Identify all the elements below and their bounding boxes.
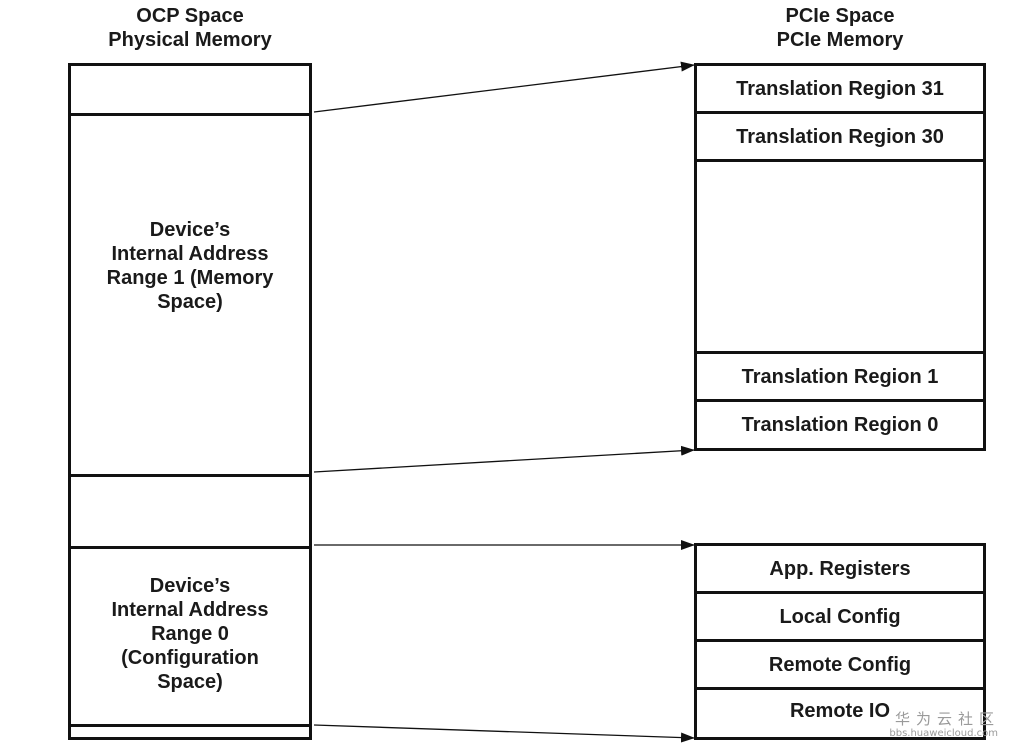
translation-region-31-label: Translation Region 31 [736,77,944,100]
watermark-logo: 华为云社区 [894,710,1000,728]
translation-region-30-label: Translation Region 30 [736,125,944,148]
remote-io-region: Remote IO [697,690,983,737]
app-registers-label: App. Registers [769,557,911,580]
pcie-title-line2: PCIe Memory [776,29,904,51]
ocp-gap-segment [71,474,309,549]
local-config-region: Local Config [697,594,983,642]
arrow-range1-to-region31 [313,61,695,113]
ocp-space-title: OCP Space Physical Memory [68,4,312,52]
translation-region-1-label: Translation Region 1 [741,365,939,388]
arrow-range0-to-remote-io [313,724,695,743]
ocp-title-line2: Physical Memory [108,29,272,51]
translation-region-31: Translation Region 31 [697,66,983,114]
ocp-range0-segment: Device’s Internal Address Range 0 (Confi… [71,549,309,726]
pcie-space-title: PCIe Space PCIe Memory [694,4,986,52]
ocp-memory-column: Device’s Internal Address Range 1 (Memor… [68,63,312,740]
translation-region-0: Translation Region 0 [697,402,983,448]
ocp-top-segment [71,66,309,116]
app-registers-region: App. Registers [697,546,983,594]
ocp-range1-segment: Device’s Internal Address Range 1 (Memor… [71,116,309,474]
ocp-title-line1: OCP Space [136,5,244,27]
arrow-range1-to-region0 [313,445,695,473]
ocp-range1-label: Device’s Internal Address Range 1 (Memor… [106,219,274,313]
pcie-title-line1: PCIe Space [785,5,895,27]
remote-io-label: Remote IO [789,699,891,722]
pcie-config-column: App. Registers Local Config Remote Confi… [694,543,986,740]
local-config-label: Local Config [779,605,901,628]
remote-config-region: Remote Config [697,642,983,690]
ocp-bottom-segment [71,724,309,737]
watermark-url: bbs.huaweicloud.com [889,728,998,739]
translation-region-0-label: Translation Region 0 [741,414,939,436]
ocp-range0-label: Device’s Internal Address Range 0 (Confi… [111,574,269,693]
pcie-translation-column: Translation Region 31 Translation Region… [694,63,986,451]
translation-region-gap [697,162,983,354]
translation-region-30: Translation Region 30 [697,114,983,162]
translation-region-1: Translation Region 1 [697,354,983,402]
remote-config-label: Remote Config [768,653,912,676]
